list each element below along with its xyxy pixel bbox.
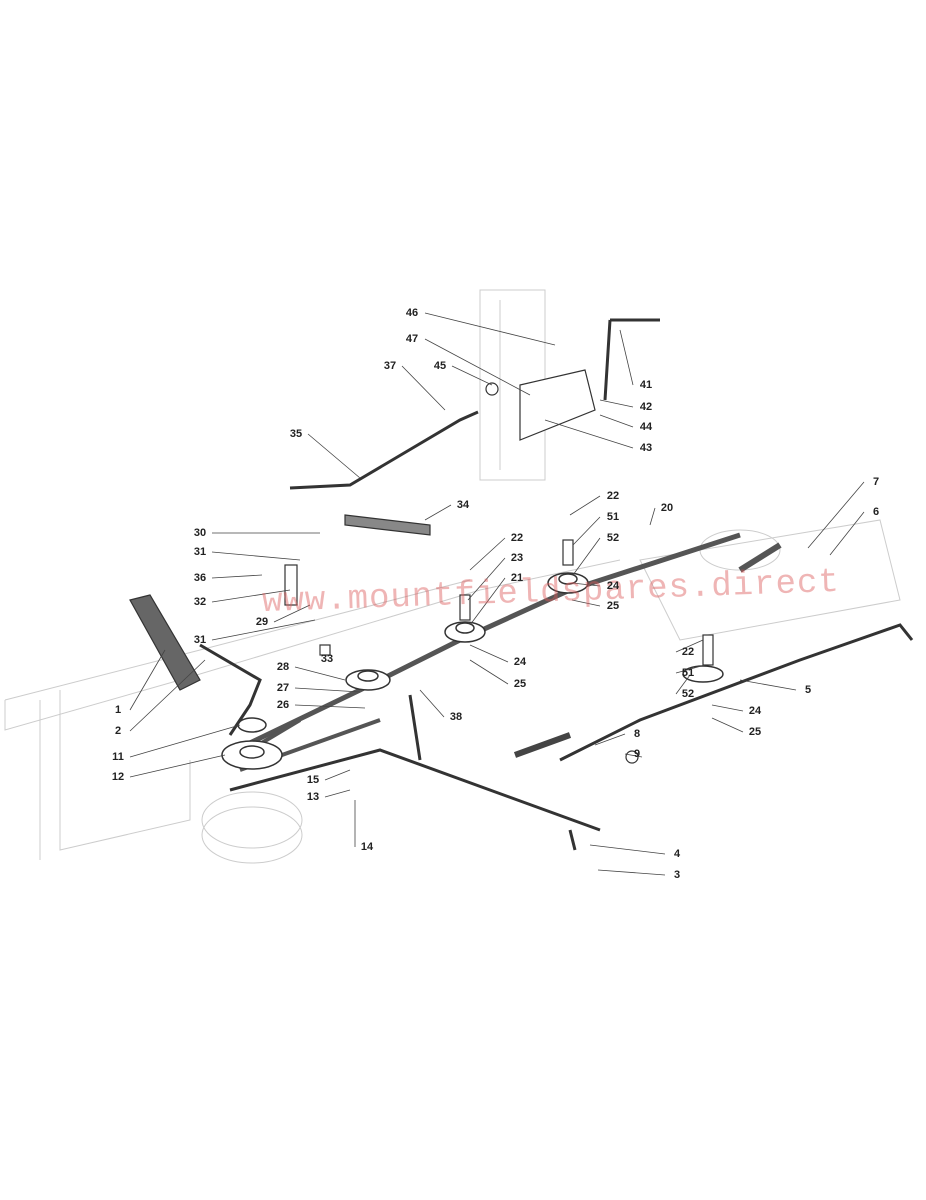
pulleys <box>221 572 724 770</box>
part-callout-24[interactable]: 24 <box>606 580 620 592</box>
part-callout-52[interactable]: 52 <box>681 688 695 700</box>
part-callout-25[interactable]: 25 <box>606 600 620 612</box>
part-callout-22[interactable]: 22 <box>681 646 695 658</box>
part-callout-45[interactable]: 45 <box>433 360 447 372</box>
part-callout-27[interactable]: 27 <box>276 682 290 694</box>
part-callout-44[interactable]: 44 <box>639 421 653 433</box>
part-callout-31[interactable]: 31 <box>193 634 207 646</box>
part-callout-26[interactable]: 26 <box>276 699 290 711</box>
part-callout-46[interactable]: 46 <box>405 307 419 319</box>
part-callout-22[interactable]: 22 <box>510 532 524 544</box>
part-callout-1[interactable]: 1 <box>114 704 122 716</box>
part-callout-43[interactable]: 43 <box>639 442 653 454</box>
part-callout-51[interactable]: 51 <box>681 667 695 679</box>
part-callout-35[interactable]: 35 <box>289 428 303 440</box>
part-callout-31[interactable]: 31 <box>193 546 207 558</box>
part-callout-9[interactable]: 9 <box>633 748 641 760</box>
part-callout-5[interactable]: 5 <box>804 684 812 696</box>
part-callout-25[interactable]: 25 <box>748 726 762 738</box>
part-callout-24[interactable]: 24 <box>748 705 762 717</box>
part-callout-34[interactable]: 34 <box>456 499 470 511</box>
part-callout-38[interactable]: 38 <box>449 711 463 723</box>
small-parts <box>129 369 714 764</box>
part-callout-29[interactable]: 29 <box>255 616 269 628</box>
part-callout-28[interactable]: 28 <box>276 661 290 673</box>
rods <box>199 318 914 851</box>
part-callout-11[interactable]: 11 <box>112 751 124 763</box>
part-callout-20[interactable]: 20 <box>660 502 674 514</box>
part-callout-3[interactable]: 3 <box>673 869 681 881</box>
part-callout-8[interactable]: 8 <box>633 728 641 740</box>
part-callout-4[interactable]: 4 <box>673 848 681 860</box>
part-callout-6[interactable]: 6 <box>872 506 880 518</box>
part-callout-25[interactable]: 25 <box>513 678 527 690</box>
part-callout-51[interactable]: 51 <box>606 511 620 523</box>
part-callout-32[interactable]: 32 <box>193 596 207 608</box>
part-callout-42[interactable]: 42 <box>639 401 653 413</box>
part-callout-52[interactable]: 52 <box>606 532 620 544</box>
part-callout-33[interactable]: 33 <box>320 653 334 665</box>
part-callout-15[interactable]: 15 <box>306 774 320 786</box>
part-callout-13[interactable]: 13 <box>306 791 320 803</box>
part-callout-14[interactable]: 14 <box>360 841 374 853</box>
part-callout-21[interactable]: 21 <box>510 572 524 584</box>
part-callout-36[interactable]: 36 <box>193 572 207 584</box>
part-callout-2[interactable]: 2 <box>114 725 122 737</box>
part-callout-47[interactable]: 47 <box>405 333 419 345</box>
part-callout-24[interactable]: 24 <box>513 656 527 668</box>
part-callout-22[interactable]: 22 <box>606 490 620 502</box>
part-callout-12[interactable]: 12 <box>111 771 125 783</box>
part-callout-37[interactable]: 37 <box>383 360 397 372</box>
part-callout-7[interactable]: 7 <box>872 476 880 488</box>
part-callout-23[interactable]: 23 <box>510 552 524 564</box>
part-callout-41[interactable]: 41 <box>639 379 653 391</box>
leader-lines <box>129 312 865 876</box>
part-callout-30[interactable]: 30 <box>193 527 207 539</box>
